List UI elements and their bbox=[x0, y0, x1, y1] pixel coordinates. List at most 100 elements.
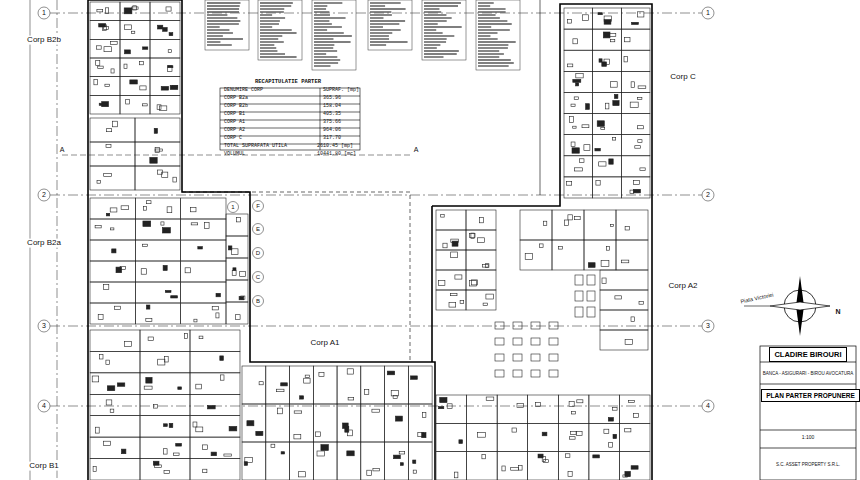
schedule-row bbox=[424, 11, 441, 12]
furniture bbox=[502, 466, 505, 471]
room bbox=[564, 29, 593, 50]
room bbox=[361, 366, 385, 404]
plan-label: B bbox=[256, 298, 260, 305]
table-cell: VOLUMUL bbox=[224, 152, 245, 158]
room bbox=[120, 95, 150, 114]
furniture bbox=[582, 125, 589, 128]
room bbox=[90, 58, 120, 77]
schedule-row bbox=[207, 41, 220, 42]
grid-bubble bbox=[253, 248, 264, 259]
schedule-row bbox=[424, 23, 438, 24]
furniture bbox=[613, 137, 616, 140]
furniture bbox=[347, 451, 354, 456]
plan-label: F bbox=[256, 203, 260, 210]
schedule-row bbox=[478, 5, 490, 6]
furniture bbox=[451, 239, 459, 242]
furniture bbox=[143, 244, 148, 246]
furniture bbox=[633, 189, 640, 193]
wall bbox=[431, 206, 433, 362]
furniture bbox=[604, 429, 609, 433]
furniture bbox=[634, 413, 639, 417]
wall bbox=[432, 4, 652, 480]
furniture bbox=[586, 104, 590, 110]
furniture bbox=[571, 104, 575, 106]
furniture bbox=[172, 86, 177, 88]
furniture bbox=[625, 471, 631, 476]
schedule-row bbox=[314, 2, 342, 3]
room bbox=[385, 404, 409, 442]
furniture bbox=[150, 157, 157, 163]
furniture bbox=[105, 84, 110, 86]
plan-label: N bbox=[835, 308, 840, 316]
plan-label: Corp A1 bbox=[310, 339, 341, 348]
room bbox=[90, 330, 140, 351]
furniture bbox=[483, 303, 487, 305]
room bbox=[497, 452, 528, 480]
furniture bbox=[638, 12, 644, 17]
furniture bbox=[373, 469, 380, 471]
furniture bbox=[451, 252, 458, 258]
furniture bbox=[637, 97, 642, 99]
room bbox=[140, 437, 190, 458]
furniture bbox=[125, 25, 132, 30]
schedule-row bbox=[207, 8, 239, 9]
furniture bbox=[480, 217, 484, 222]
furniture bbox=[622, 260, 629, 263]
room bbox=[135, 240, 180, 261]
furniture bbox=[450, 294, 457, 296]
furniture bbox=[609, 442, 613, 447]
room bbox=[120, 21, 150, 40]
plan-label: BANCA - ASIGURARI - BIROU AVOCATURA bbox=[763, 372, 853, 377]
schedule-row bbox=[207, 29, 229, 30]
furniture bbox=[577, 431, 583, 435]
room bbox=[616, 240, 648, 270]
room bbox=[564, 92, 593, 113]
furniture bbox=[413, 460, 416, 463]
room bbox=[552, 210, 584, 240]
furniture bbox=[633, 181, 639, 185]
north-arrow bbox=[744, 276, 830, 336]
room bbox=[190, 394, 240, 415]
furniture bbox=[167, 66, 172, 72]
room bbox=[361, 404, 385, 442]
furniture bbox=[471, 233, 474, 239]
schedule-row bbox=[314, 29, 327, 30]
furniture bbox=[300, 396, 304, 399]
title-block-frame bbox=[760, 346, 856, 480]
schedule-row bbox=[207, 23, 239, 24]
furniture bbox=[604, 59, 609, 65]
table-cell: 158.04 bbox=[323, 104, 341, 110]
schedule-row bbox=[370, 17, 383, 18]
furniture bbox=[576, 83, 579, 86]
furniture bbox=[98, 66, 104, 68]
room bbox=[150, 2, 180, 21]
room bbox=[150, 39, 180, 58]
schedule-row bbox=[314, 32, 344, 33]
furniture bbox=[304, 378, 310, 383]
furniture bbox=[106, 213, 109, 216]
room bbox=[558, 395, 589, 423]
schedule-row bbox=[260, 20, 280, 21]
furniture bbox=[106, 145, 111, 148]
furniture bbox=[146, 318, 152, 321]
room bbox=[436, 270, 466, 290]
room bbox=[558, 452, 589, 480]
furniture bbox=[567, 19, 571, 23]
schedule-row bbox=[207, 26, 220, 27]
schedule-row bbox=[207, 20, 240, 21]
schedule-row bbox=[260, 32, 297, 33]
room bbox=[616, 210, 648, 240]
furniture bbox=[220, 356, 224, 361]
furniture bbox=[347, 369, 353, 374]
furniture bbox=[477, 433, 485, 438]
furniture bbox=[103, 441, 110, 445]
furniture bbox=[161, 222, 164, 225]
room bbox=[528, 395, 559, 423]
table-cell: 2610.45 [mp] bbox=[317, 144, 353, 150]
room bbox=[90, 2, 120, 21]
desk bbox=[587, 307, 595, 317]
room bbox=[90, 21, 120, 40]
furniture bbox=[193, 422, 197, 427]
furniture bbox=[615, 296, 622, 299]
furniture bbox=[367, 470, 372, 475]
